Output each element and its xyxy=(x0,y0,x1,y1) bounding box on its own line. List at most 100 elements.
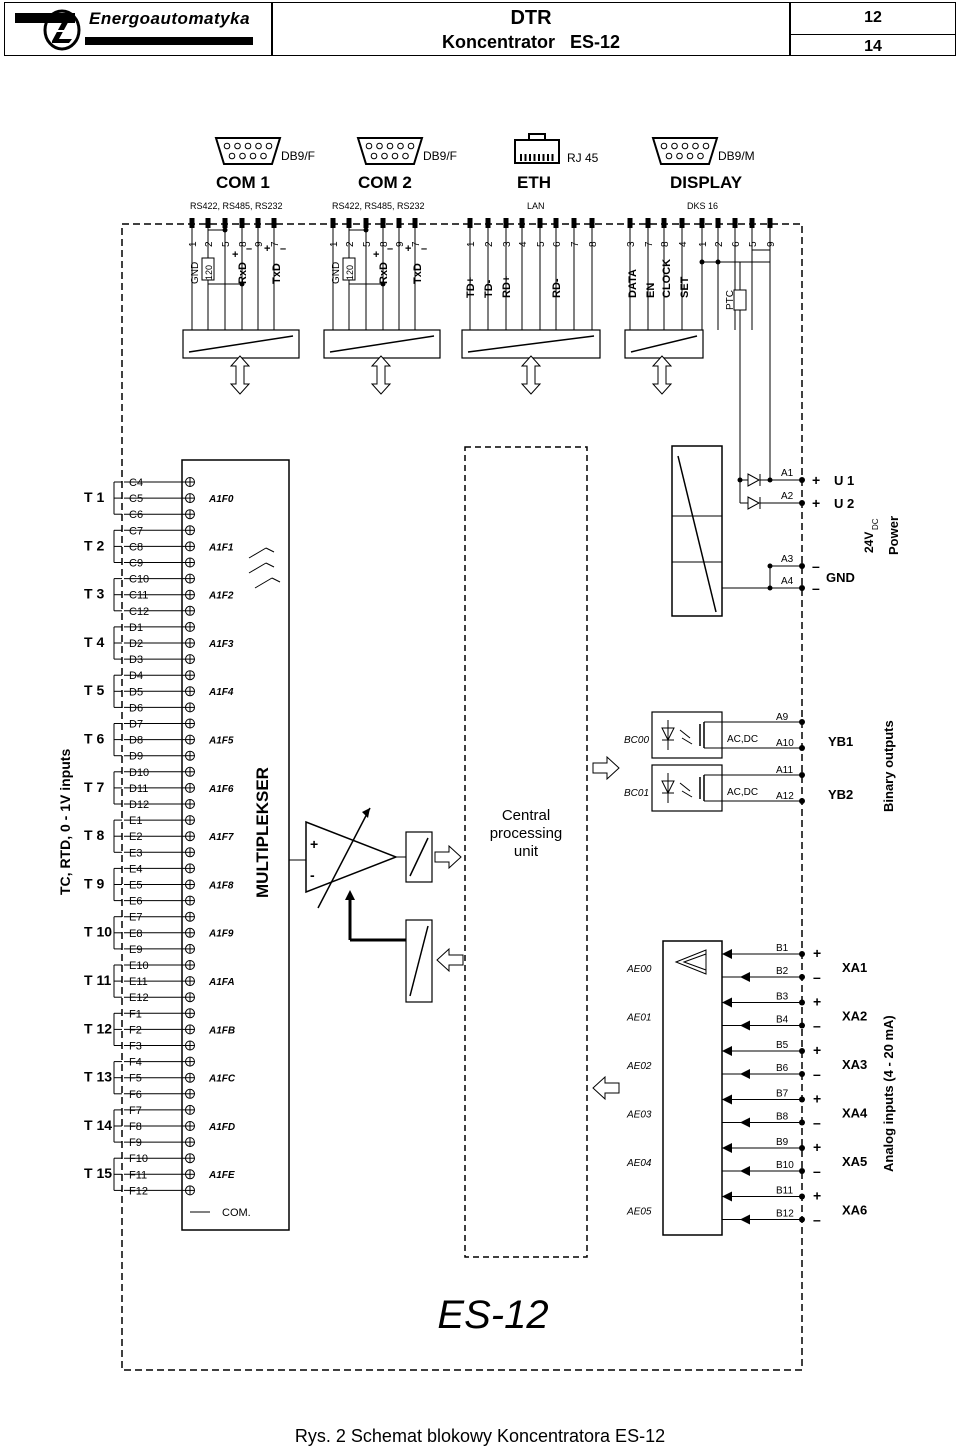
termination-resistor-icon xyxy=(342,257,356,281)
cpu-label: Central xyxy=(502,807,550,824)
terminal-label: B2 xyxy=(776,966,789,977)
junction-dot xyxy=(767,585,773,591)
relay-label: A1F5 xyxy=(208,736,234,747)
pin-number: 4 xyxy=(518,241,529,247)
pin-number: 2 xyxy=(484,241,495,247)
inputs-side-label: TC, RTD, 0 - 1V inputs xyxy=(57,749,73,895)
pin-number: 7 xyxy=(644,241,655,247)
pin-terminal xyxy=(661,218,667,228)
terminal-label: D5 xyxy=(129,686,143,698)
bidirectional-arrow-icon xyxy=(229,355,251,395)
converter-slash xyxy=(329,335,435,353)
binary-title: Binary outputs xyxy=(881,720,896,812)
signal-arrowhead xyxy=(740,1069,750,1079)
sign-plus: + xyxy=(813,994,821,1010)
pin-terminal xyxy=(363,218,369,228)
light-ray xyxy=(679,782,691,792)
db9-female-connector-icon xyxy=(356,137,424,165)
pin-terminal xyxy=(255,218,261,228)
junction-dot xyxy=(222,227,228,233)
analog-input-box xyxy=(662,940,723,1236)
terminal-label: E12 xyxy=(129,992,149,1004)
pin-number: 8 xyxy=(379,241,390,247)
connector-pin xyxy=(676,152,683,160)
pin-number: 7 xyxy=(570,241,581,247)
terminal-label: C9 xyxy=(129,558,143,570)
relay-label: A1FD xyxy=(208,1122,235,1133)
output-terminal xyxy=(799,798,805,804)
termination-resistor-icon xyxy=(201,257,215,281)
binary-code: BC01 xyxy=(624,788,649,799)
pin-terminal xyxy=(205,218,211,228)
power-voltage: 24V xyxy=(862,532,876,553)
signal-data: DATA xyxy=(627,269,639,298)
terminal-label: C10 xyxy=(129,574,149,586)
analog-terminal xyxy=(799,1193,805,1200)
junction-dot xyxy=(239,281,245,287)
channel-name: T 7 xyxy=(84,779,104,795)
junction-dot xyxy=(715,259,721,265)
relay-label: A1F8 xyxy=(208,880,234,891)
sign-plus: + xyxy=(813,945,821,961)
signal-en: EN xyxy=(645,283,657,298)
connector-pin xyxy=(692,142,699,150)
connector-pin xyxy=(397,142,404,150)
signal-rxd: RxD xyxy=(378,262,390,284)
relay-label: A1F1 xyxy=(208,542,234,553)
pin-number: 5 xyxy=(362,241,373,247)
connector-pin xyxy=(402,152,409,160)
relay-label: A1FC xyxy=(208,1074,236,1085)
connector-pin xyxy=(686,152,694,160)
cpu-label: unit xyxy=(514,843,539,860)
connector-pin xyxy=(244,142,252,150)
connector-pin xyxy=(370,152,378,160)
data-flow-arrow-icon xyxy=(592,1075,620,1101)
device-name: ES-12 xyxy=(437,1293,548,1337)
pin-terminal xyxy=(467,218,473,228)
connector-pin xyxy=(223,142,231,150)
connector-pin xyxy=(697,152,704,160)
multiplexer-box xyxy=(181,459,290,1231)
logo-bar-decoration xyxy=(15,13,75,23)
terminal-label: C6 xyxy=(129,509,143,521)
connector-type: RJ 45 xyxy=(567,151,599,165)
diode-icon xyxy=(747,496,761,510)
terminal-label: B12 xyxy=(776,1209,794,1220)
channel-name: T 9 xyxy=(84,875,104,891)
connector-pin xyxy=(681,142,689,150)
data-flow-arrow-icon xyxy=(434,844,462,870)
signal-rdm: RD- xyxy=(551,278,563,298)
signal-120: 120 xyxy=(345,265,355,280)
pin-terminal xyxy=(189,218,195,228)
connector-pin xyxy=(255,142,262,150)
pin-number: 3 xyxy=(502,241,513,247)
polarity-minus: – xyxy=(280,243,286,255)
analog-terminal xyxy=(799,1071,805,1077)
analog-code: AE01 xyxy=(626,1013,651,1024)
channel-name: T 15 xyxy=(84,1165,112,1181)
signal-arrowhead xyxy=(740,1214,750,1225)
terminal-label: B5 xyxy=(776,1040,789,1051)
output-name: YB2 xyxy=(828,787,853,802)
analog-terminal xyxy=(799,999,805,1006)
pin-terminal xyxy=(645,218,651,228)
terminal-label: F9 xyxy=(129,1137,142,1149)
power-terminal xyxy=(799,477,805,483)
logo-underline-decoration xyxy=(85,37,253,45)
analog-name: XA2 xyxy=(842,1009,867,1024)
diode-icon xyxy=(747,473,761,487)
relay-label: A1FB xyxy=(208,1025,235,1036)
terminal-label: E1 xyxy=(129,815,142,827)
power-voltage-subscript: DC xyxy=(871,518,880,530)
power-terminal xyxy=(799,500,805,506)
terminal-label: A9 xyxy=(776,712,789,723)
terminal-label: D1 xyxy=(129,622,143,634)
bidirectional-arrow-icon xyxy=(651,355,673,395)
connector-pin xyxy=(665,152,673,160)
